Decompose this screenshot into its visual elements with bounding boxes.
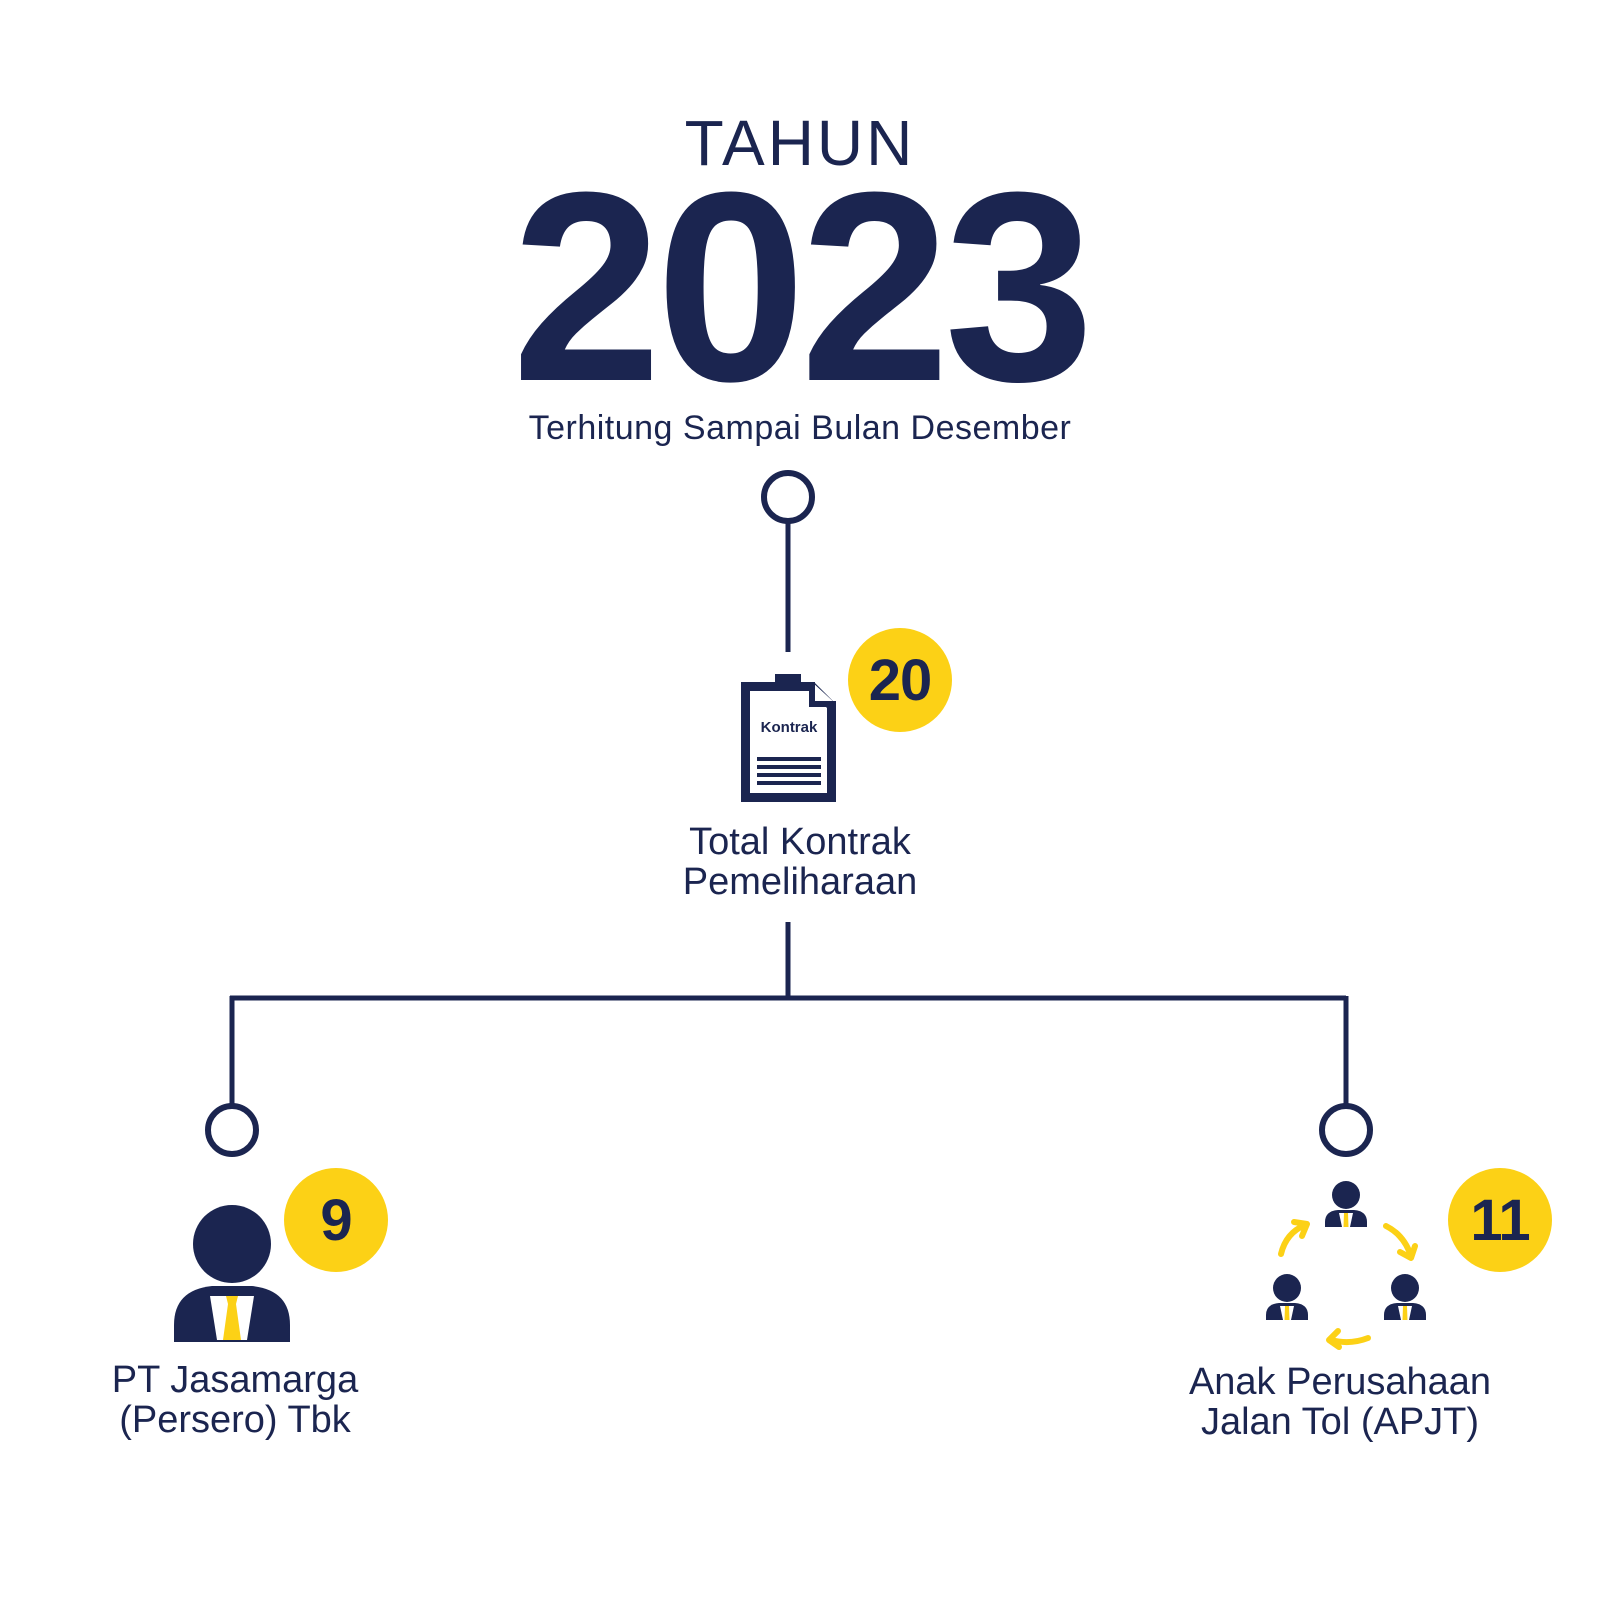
right-label-line1: Anak Perusahaan <box>1188 1361 1492 1403</box>
root-label-line1: Total Kontrak <box>689 821 911 863</box>
group-cycle-icon <box>1266 1181 1426 1350</box>
group-person-top <box>1325 1181 1367 1227</box>
left-count-badge: 9 <box>284 1168 388 1272</box>
contract-document-icon: Kontrak <box>741 674 836 802</box>
root-node-circle <box>761 470 815 524</box>
left-label-line2: (Persero) Tbk <box>119 1399 351 1441</box>
right-count: 11 <box>1470 1187 1530 1253</box>
group-person-right <box>1384 1274 1426 1320</box>
group-person-left <box>1266 1274 1308 1320</box>
root-count: 20 <box>868 647 933 713</box>
businessman-icon <box>174 1205 290 1342</box>
header-year: 2023 <box>511 137 1095 438</box>
left-label: PT Jasamarga (Persero) Tbk <box>60 1360 410 1440</box>
left-node-circle <box>205 1103 259 1157</box>
header-label: TAHUN <box>684 107 916 179</box>
root-count-badge: 20 <box>848 628 952 732</box>
left-label-line1: PT Jasamarga <box>111 1359 359 1401</box>
header-subtitle: Terhitung Sampai Bulan Desember <box>528 409 1072 447</box>
right-node-circle <box>1319 1103 1373 1157</box>
root-label-line2: Pemeliharaan <box>682 861 918 903</box>
left-count: 9 <box>320 1187 352 1253</box>
right-count-badge: 11 <box>1448 1168 1552 1272</box>
cycle-arrow-bottom-left <box>1328 1335 1371 1346</box>
right-label-line2: Jalan Tol (APJT) <box>1200 1401 1480 1443</box>
cycle-arrow-left-up <box>1278 1222 1308 1257</box>
contract-icon-text: Kontrak <box>761 719 818 736</box>
right-label: Anak Perusahaan Jalan Tol (APJT) <box>1150 1362 1530 1442</box>
root-label: Total Kontrak Pemeliharaan <box>600 822 1000 902</box>
